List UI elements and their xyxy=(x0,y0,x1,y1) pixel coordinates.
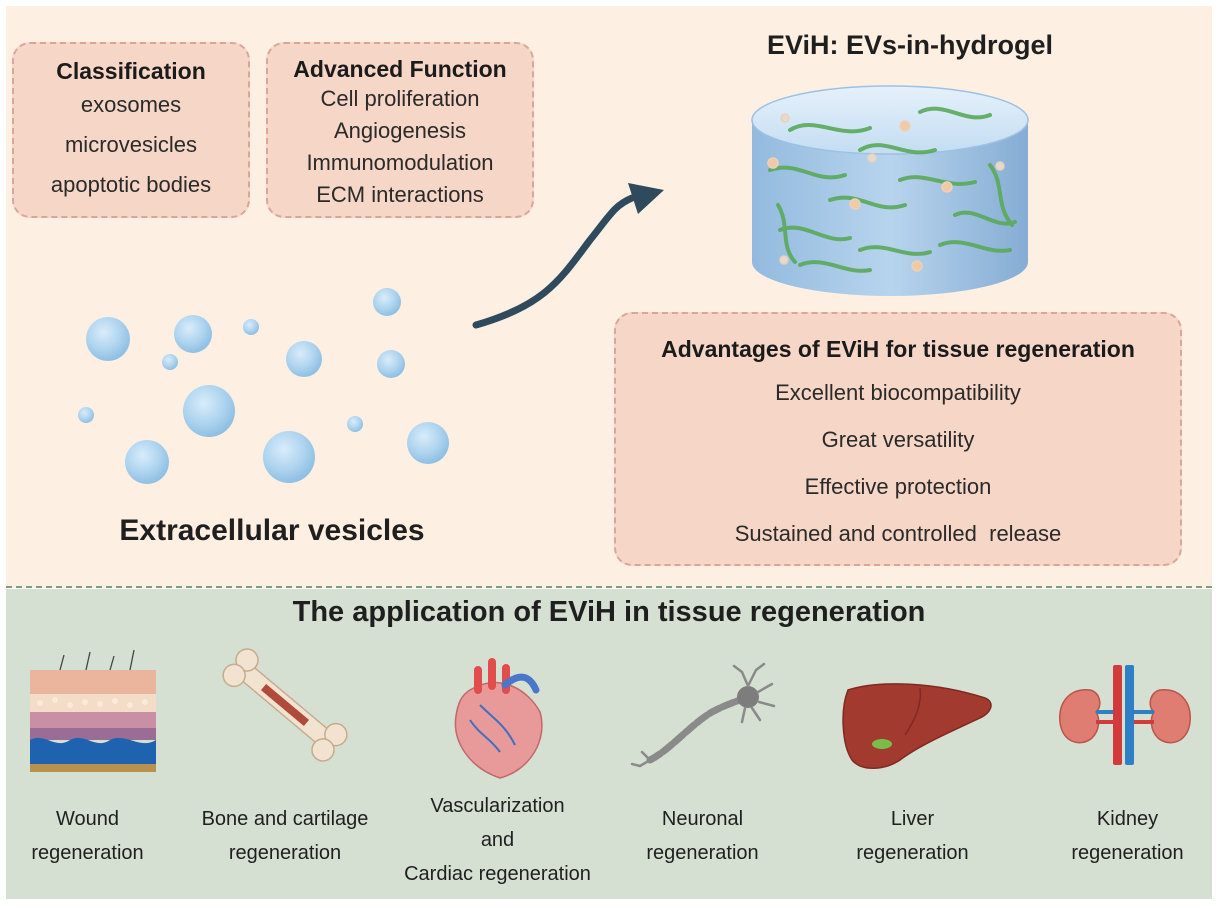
vesicle xyxy=(377,350,405,378)
liver-icon xyxy=(842,683,992,769)
skin-layers-icon xyxy=(30,649,156,772)
function-item: ECM interactions xyxy=(316,182,484,207)
label-line: regeneration xyxy=(31,842,144,864)
label-line: regeneration xyxy=(228,842,342,864)
bottom-panel xyxy=(6,589,1212,899)
function-item: Immunomodulation xyxy=(306,150,494,175)
label-line: Neuronal xyxy=(661,808,744,830)
advantages-heading: Advantages of EViH for tissue regenerati… xyxy=(661,336,1135,362)
label-line: regeneration xyxy=(1071,842,1184,864)
label-line: Vascularization xyxy=(430,795,565,817)
classification-item: microvesicles xyxy=(64,132,198,157)
vesicle xyxy=(174,315,212,353)
label-line: Wound xyxy=(55,808,119,830)
hydrogel-icon xyxy=(751,85,1029,296)
label-line: and xyxy=(480,829,515,851)
advantage-item: Sustained and controlled release xyxy=(734,521,1062,546)
bone-cartilage-regeneration-label: Bone and cartilage regeneration xyxy=(185,802,385,870)
function-item: Cell proliferation xyxy=(320,86,480,111)
advantage-item: Excellent biocompatibility xyxy=(775,380,1021,405)
vesicle xyxy=(183,385,235,437)
vesicle xyxy=(243,319,259,335)
advantage-item: Effective protection xyxy=(804,474,992,499)
function-item: Angiogenesis xyxy=(333,118,467,143)
kidney-icon xyxy=(1059,665,1191,765)
label-line: Kidney xyxy=(1096,808,1159,830)
evih-title: EViH: EVs-in-hydrogel xyxy=(766,30,1054,60)
classification-box: Classification exosomes microvesicles ap… xyxy=(12,42,250,218)
application-title: The application of EViH in tissue regene… xyxy=(292,596,926,628)
label-line: regeneration xyxy=(646,842,759,864)
advantages-box: Advantages of EViH for tissue regenerati… xyxy=(614,312,1182,566)
vesicle xyxy=(125,440,169,484)
section-divider xyxy=(6,586,1212,588)
advanced-function-heading: Advanced Function xyxy=(293,56,507,82)
bone-icon xyxy=(222,648,348,762)
liver-regeneration-label: Liver regeneration xyxy=(840,802,985,870)
label-line: Bone and cartilage xyxy=(201,808,369,830)
heart-icon xyxy=(454,658,543,779)
extracellular-vesicles-label: Extracellular vesicles xyxy=(119,514,425,547)
label-line: Liver xyxy=(890,808,935,830)
vesicle xyxy=(286,341,322,377)
vesicle xyxy=(162,354,178,370)
vesicle xyxy=(263,431,315,483)
top-illustrations xyxy=(78,85,1029,484)
classification-item: apoptotic bodies xyxy=(50,172,212,197)
advantage-item: Great versatility xyxy=(821,427,975,452)
vascularization-cardiac-regeneration-label: Vascularization and Cardiac regeneration xyxy=(385,789,610,891)
vesicle xyxy=(407,422,449,464)
label-line: regeneration xyxy=(856,842,969,864)
classification-heading: Classification xyxy=(56,58,206,84)
advanced-function-box: Advanced Function Cell proliferation Ang… xyxy=(266,42,534,218)
vesicle xyxy=(373,288,401,316)
vesicle-cluster xyxy=(78,288,449,484)
neuronal-regeneration-label: Neuronal regeneration xyxy=(630,802,775,870)
label-line: Cardiac regeneration xyxy=(404,863,591,885)
vesicle xyxy=(347,416,363,432)
vesicle xyxy=(78,407,94,423)
classification-item: exosomes xyxy=(80,92,182,117)
neuron-icon xyxy=(630,662,776,768)
arrow-icon xyxy=(472,183,664,329)
kidney-regeneration-label: Kidney regeneration xyxy=(1055,802,1200,870)
vesicle xyxy=(86,317,130,361)
wound-regeneration-label: Wound regeneration xyxy=(20,802,155,870)
